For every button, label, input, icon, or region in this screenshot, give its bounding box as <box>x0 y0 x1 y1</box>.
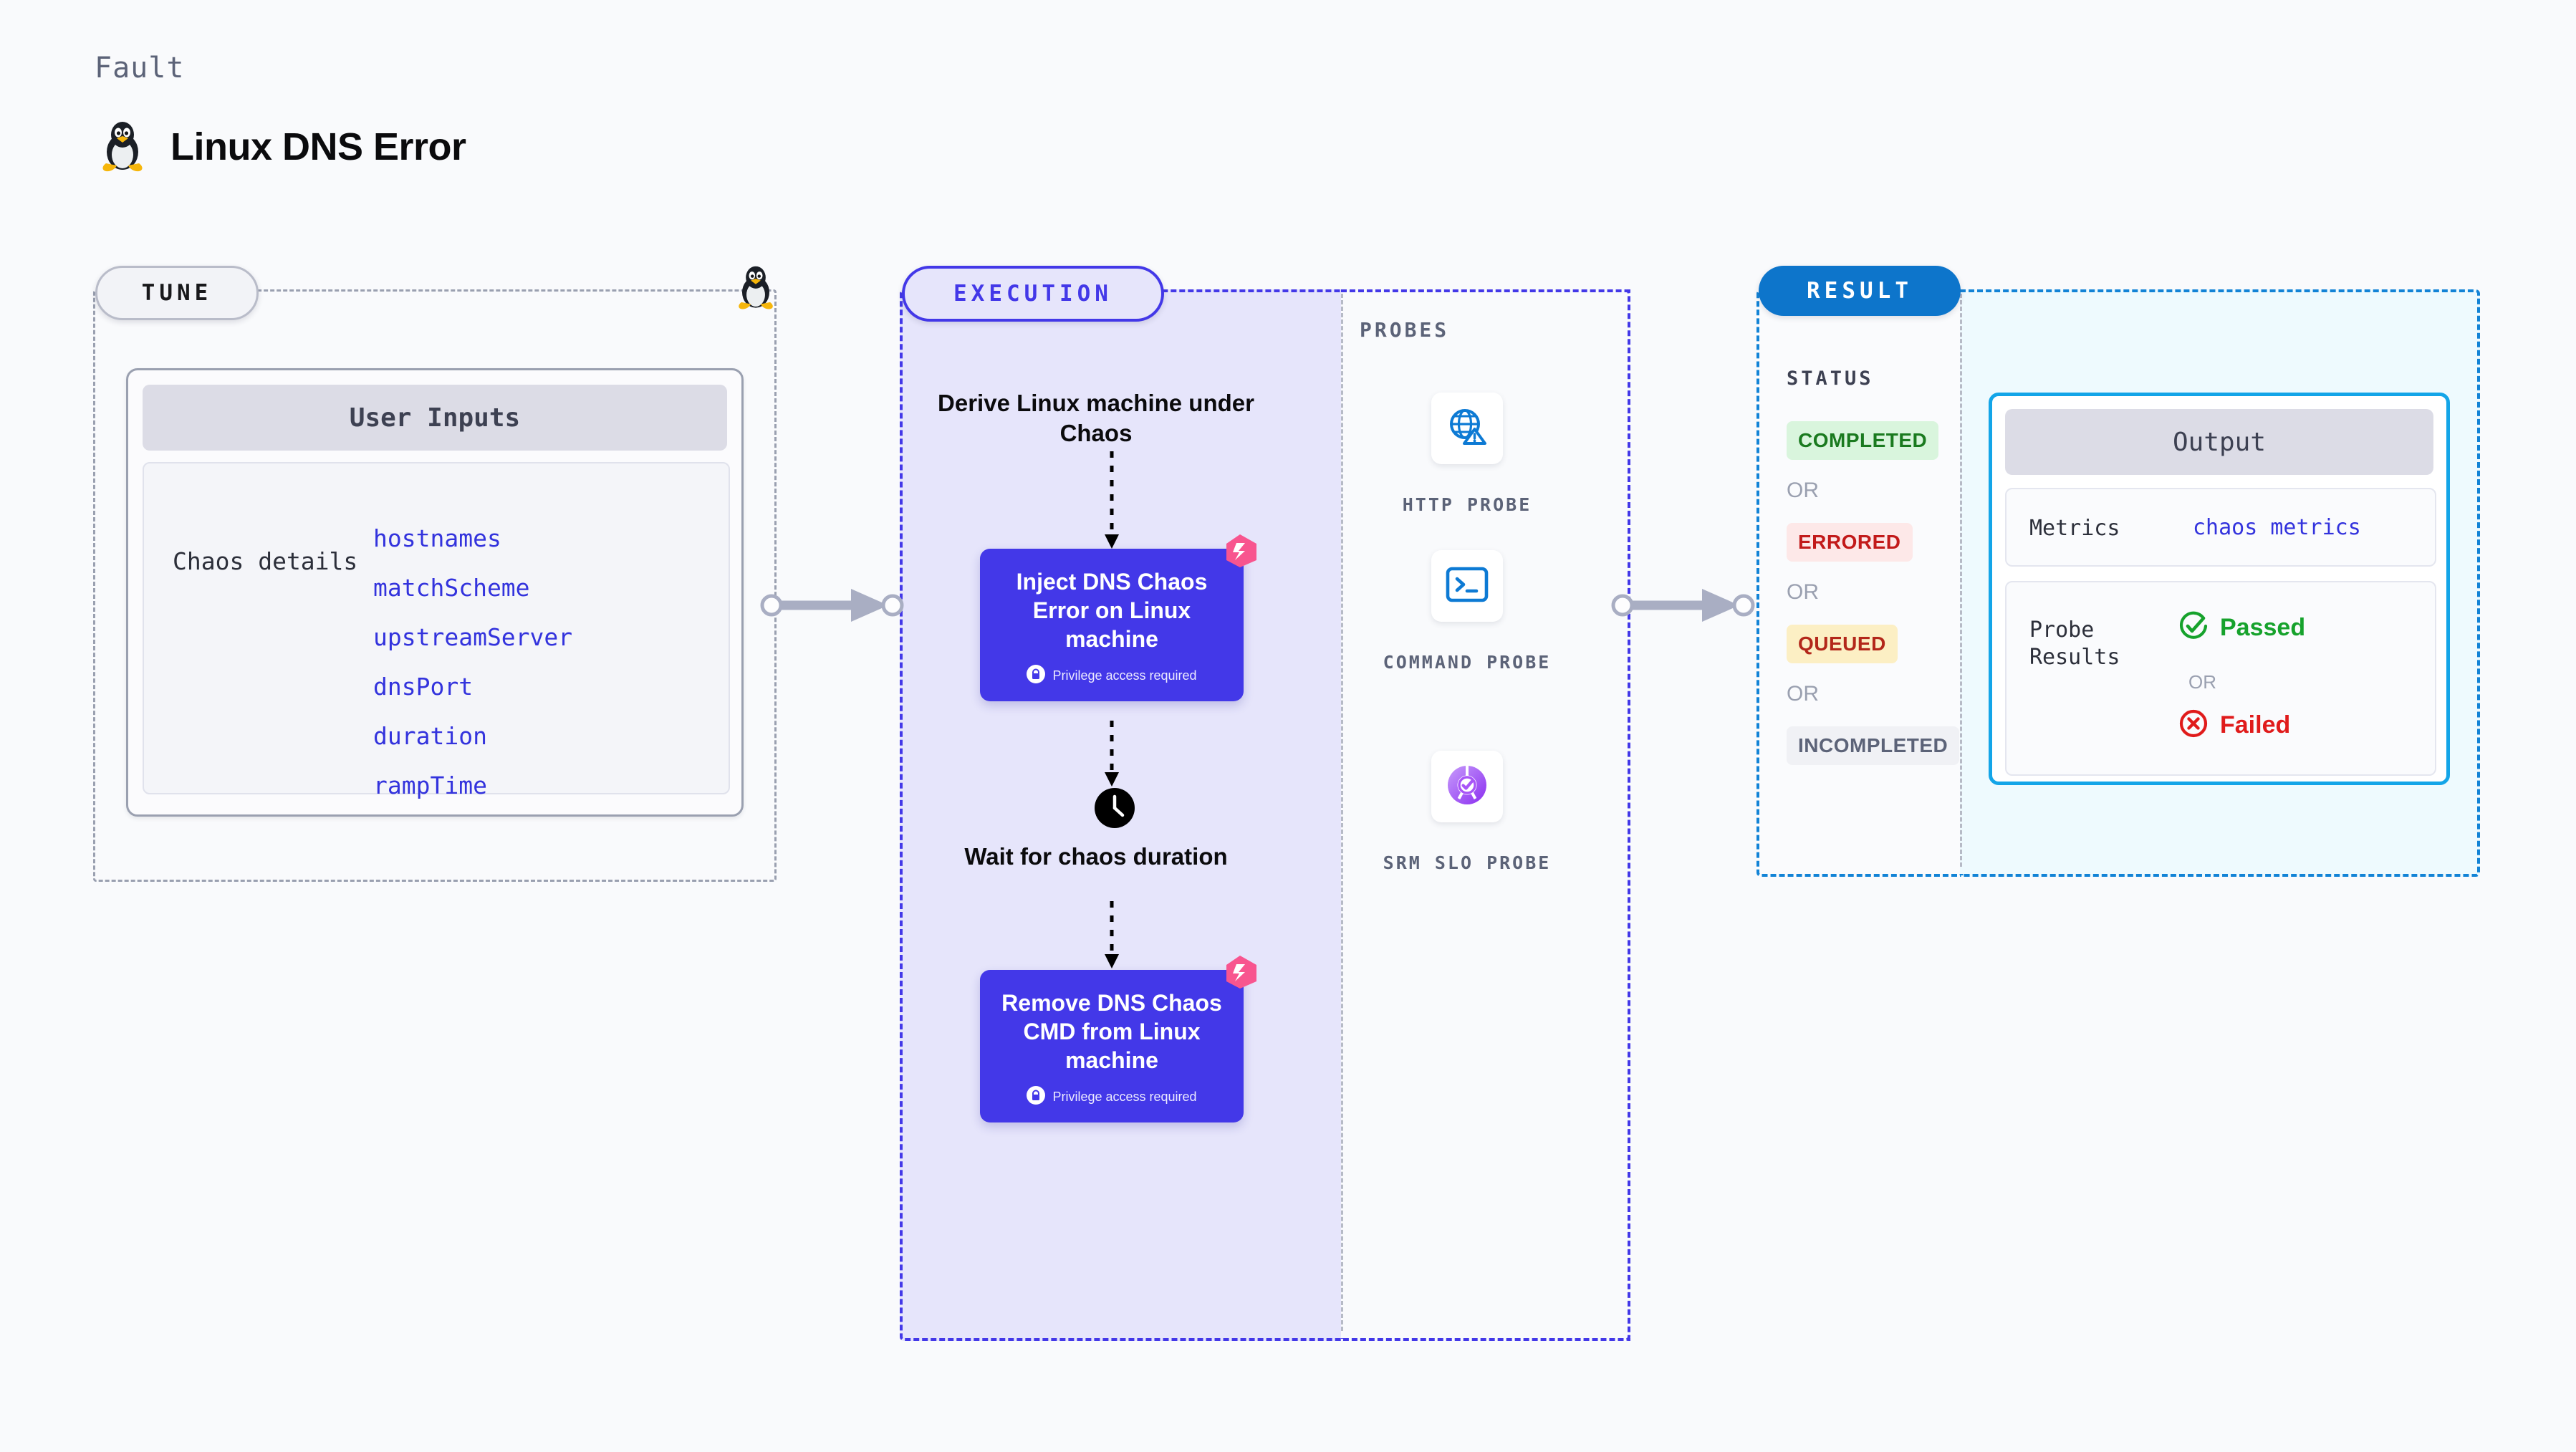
execution-badge[interactable]: EXECUTION <box>902 266 1164 322</box>
probes-label: PROBES <box>1360 318 1450 342</box>
fault-kicker-label: Fault <box>95 52 185 85</box>
status-label: STATUS <box>1787 367 1874 390</box>
result-status-region <box>1756 289 1963 877</box>
tune-region <box>93 289 777 882</box>
page-title: Linux DNS Error <box>170 125 466 168</box>
metrics-label: Metrics <box>2029 516 2120 541</box>
tune-linux-penguin-icon <box>736 265 775 314</box>
status-badge-queued: QUEUED <box>1787 625 1898 663</box>
derive-machine-text: Derive Linux machine under Chaos <box>938 390 1254 447</box>
connector-execution-to-result <box>1611 589 1755 622</box>
clock-icon <box>1095 788 1135 832</box>
probe-failed-text: Failed <box>2220 711 2291 739</box>
flow-arrow-inject-to-wait <box>1105 721 1119 787</box>
chaos-param-hostnames[interactable]: hostnames <box>373 524 501 552</box>
remove-chaos-title: Remove DNS Chaos CMD from Linux machine <box>1001 990 1222 1073</box>
remove-privilege-row: Privilege access required <box>990 1086 1234 1108</box>
x-circle-icon <box>2178 708 2209 742</box>
remove-privilege-text: Privilege access required <box>1052 1090 1197 1104</box>
probe-caption-srm-slo: SRM SLO PROBE <box>1383 852 1552 873</box>
probe-tile-command[interactable] <box>1431 550 1503 622</box>
status-or-2: OR <box>1787 580 1819 604</box>
lock-icon <box>1027 665 1046 687</box>
flow-arrow-wait-to-remove <box>1105 901 1119 968</box>
status-badge-errored: ERRORED <box>1787 523 1913 562</box>
probe-result-passed: Passed <box>2178 611 2305 645</box>
chaos-params-list: hostnames matchScheme upstreamServer dns… <box>373 527 572 797</box>
check-circle-icon <box>2178 611 2209 645</box>
flow-arrow-derive-to-inject <box>1105 451 1119 549</box>
chaos-param-upstreamserver[interactable]: upstreamServer <box>373 623 573 651</box>
inject-chaos-box[interactable]: Inject DNS Chaos Error on Linux machine … <box>980 534 1256 701</box>
terminal-icon <box>1445 564 1489 608</box>
probe-result-failed: Failed <box>2178 708 2290 742</box>
fault-title-row: Linux DNS Error <box>100 120 466 173</box>
remove-chaos-box[interactable]: Remove DNS Chaos CMD from Linux machine … <box>980 956 1256 1122</box>
chaos-param-matchscheme[interactable]: matchScheme <box>373 574 530 602</box>
harness-chaos-icon <box>1221 953 1259 995</box>
probe-tile-http[interactable] <box>1431 393 1503 464</box>
lock-icon <box>1027 1086 1046 1108</box>
output-header: Output <box>2005 409 2433 475</box>
probe-tile-srm-slo[interactable] <box>1431 751 1503 822</box>
probes-divider <box>1341 294 1343 1331</box>
harness-chaos-icon <box>1221 532 1259 574</box>
metrics-value[interactable]: chaos metrics <box>2193 515 2361 540</box>
chaos-details-box: Chaos details hostnames matchScheme upst… <box>143 462 730 797</box>
metrics-row: Metrics chaos metrics <box>2005 488 2436 567</box>
slo-donut-check-icon <box>1445 763 1489 811</box>
tune-badge[interactable]: TUNE <box>95 266 259 320</box>
probe-caption-command: COMMAND PROBE <box>1383 652 1552 673</box>
status-badge-incompleted: INCOMPLETED <box>1787 726 1960 765</box>
inject-chaos-title: Inject DNS Chaos Error on Linux machine <box>1016 569 1208 652</box>
status-or-3: OR <box>1787 682 1819 706</box>
globe-warning-icon <box>1445 405 1489 453</box>
inject-privilege-text: Privilege access required <box>1052 668 1197 683</box>
inject-privilege-row: Privilege access required <box>990 665 1234 687</box>
chaos-param-dnsport[interactable]: dnsPort <box>373 673 474 701</box>
probe-caption-http: HTTP PROBE <box>1402 494 1532 515</box>
chaos-param-duration[interactable]: duration <box>373 722 487 750</box>
user-inputs-card: User Inputs Chaos details hostnames matc… <box>126 368 744 817</box>
status-or-1: OR <box>1787 479 1819 502</box>
wait-duration-text: Wait for chaos duration <box>964 843 1228 870</box>
status-badge-completed: COMPLETED <box>1787 421 1939 460</box>
chaos-param-ramptime[interactable]: rampTime <box>373 771 487 799</box>
probe-passed-text: Passed <box>2220 614 2306 641</box>
linux-penguin-icon <box>100 120 145 173</box>
user-inputs-header: User Inputs <box>143 385 727 451</box>
result-divider <box>1960 294 1962 867</box>
probe-result-or: OR <box>2188 671 2216 693</box>
chaos-details-label: Chaos details <box>173 547 358 575</box>
connector-tune-to-execution <box>760 589 904 622</box>
result-badge[interactable]: RESULT <box>1759 266 1961 316</box>
